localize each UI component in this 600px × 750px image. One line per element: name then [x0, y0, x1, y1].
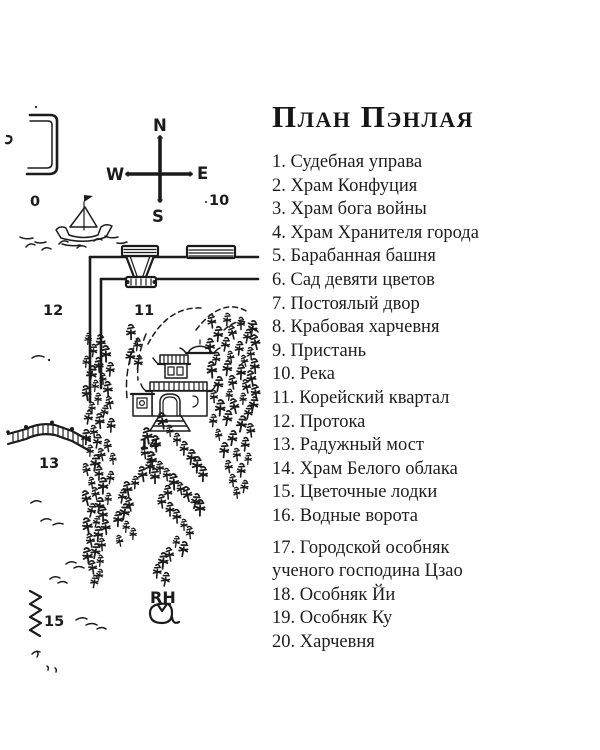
legend-item-4: 4. Храм Хранителя города [272, 222, 524, 246]
legend-item-18: 18. Особняк Йи [272, 584, 524, 608]
item-num: 8. [272, 317, 286, 338]
item-num: 19. [272, 608, 296, 629]
item-label: Городской особняк [299, 537, 450, 558]
legend-item-8: 8. Крабовая харчевня [272, 316, 524, 340]
item-label: Судебная управа [290, 152, 423, 172]
river-marks [30, 354, 107, 630]
item-label: Корейский квартал [299, 387, 450, 408]
legend-panel: План Пэнлая 1. Судебная управа 2. Храм К… [272, 100, 524, 654]
item-label: Особняк Ку [299, 608, 393, 629]
ink-speck [47, 358, 51, 362]
rainbow-bridge [6, 420, 92, 453]
legend-item-12: 12. Протока [272, 411, 524, 435]
legend-item-13: 13. Радужный мост [272, 434, 524, 458]
item-num: 12. [272, 411, 296, 432]
wall-tower-segment [185, 244, 237, 260]
item-num: 17. [272, 537, 296, 558]
marker-13: 13 [39, 456, 59, 472]
map-drawing: N E S W [4, 105, 262, 673]
item-num: 6. [272, 269, 286, 290]
item-label: Сад девяти цветов [290, 269, 435, 290]
item-label: Храм Белого облака [299, 458, 458, 479]
sailboat-icon [55, 195, 113, 242]
item-num: 11. [272, 387, 295, 408]
item-label: Харчевня [299, 631, 375, 652]
marker-12: 12 [43, 303, 63, 319]
town-map: N E S W [0, 96, 262, 726]
item-num: 7. [272, 293, 286, 314]
item-num: 1. [272, 152, 286, 172]
item-label: Цветочные лодки [299, 482, 438, 503]
marker-0: 0 [30, 194, 40, 210]
item-label: Храм Хранителя города [290, 222, 479, 243]
item-label-line2: ученого господина Цзао [272, 561, 463, 582]
legend-list: 1. Судебная управа 2. Храм Конфуция 3. Х… [272, 151, 524, 654]
item-num: 13. [272, 435, 296, 456]
artist-monogram: RH [148, 588, 181, 625]
compass-south: S [152, 207, 164, 226]
item-num: 15. [272, 482, 296, 503]
legend-item-9: 9. Пристань [272, 340, 524, 364]
marker-10: 10 [209, 193, 229, 209]
compass-rose: N E S W [106, 116, 208, 226]
legend-item-15: 15. Цветочные лодки [272, 481, 524, 505]
legend-item-17: 17. Городской особняк ученого господина Ц… [272, 537, 524, 584]
item-num: 10. [272, 364, 296, 385]
gate-tower [120, 244, 160, 289]
compass-north: N [153, 116, 167, 135]
item-num: 14. [272, 458, 296, 479]
legend-item-20: 20. Харчевня [272, 631, 524, 655]
item-label: Особняк Йи [299, 584, 396, 605]
hills [125, 306, 259, 399]
legend-item-3: 3. Храм бога войны [272, 198, 524, 222]
temple-complex [129, 339, 221, 432]
legend-item-14: 14. Храм Белого облака [272, 458, 524, 482]
boat-waves [19, 235, 128, 247]
water-zigzag [28, 589, 43, 638]
item-label: Радужный мост [299, 435, 425, 456]
item-num: 5. [272, 246, 286, 267]
compass-west: W [106, 165, 124, 184]
item-label: Река [299, 364, 335, 385]
item-num: 9. [272, 340, 286, 361]
legend-item-6: 6. Сад девяти цветов [272, 269, 524, 293]
page-title: План Пэнлая [272, 99, 475, 134]
item-num: 20. [272, 631, 296, 652]
item-num: 2. [272, 175, 286, 196]
item-label: Пристань [290, 340, 367, 361]
ink-speck-2 [205, 201, 207, 203]
item-label: Протока [299, 411, 366, 432]
item-label: Постоялый двор [290, 293, 420, 314]
legend-item-11: 11. Корейский квартал [272, 387, 524, 411]
legend-item-10: 10. Река [272, 363, 524, 387]
map-markers: 0 10 11 12 13 14 15 [30, 193, 229, 630]
item-label: Храм Конфуция [290, 175, 418, 196]
legend-item-16: 16. Водные ворота [272, 505, 524, 529]
item-num: 3. [272, 199, 286, 220]
monogram-initials: RH [150, 588, 176, 607]
legend-item-2: 2. Храм Конфуция [272, 175, 524, 199]
item-label: Барабанная башня [290, 246, 436, 267]
marker-14: 14 [139, 437, 159, 453]
legend-item-19: 19. Особняк Ку [272, 607, 524, 631]
item-label: Водные ворота [299, 505, 419, 526]
bottom-marks [31, 650, 58, 673]
item-num: 18. [272, 584, 296, 605]
item-num: 4. [272, 222, 286, 243]
marker-11: 11 [134, 303, 154, 319]
legend-item-5: 5. Барабанная башня [272, 245, 524, 269]
shore-bushes [25, 237, 103, 251]
marker-15: 15 [44, 614, 64, 630]
legend-item-1: 1. Судебная управа [272, 151, 524, 175]
item-label: Крабовая харчевня [290, 317, 440, 338]
item-label: Храм бога войны [290, 199, 427, 220]
compass-east: E [197, 164, 208, 183]
building-20 [4, 105, 59, 176]
legend-item-7: 7. Постоялый двор [272, 293, 524, 317]
item-num: 16. [272, 505, 296, 526]
